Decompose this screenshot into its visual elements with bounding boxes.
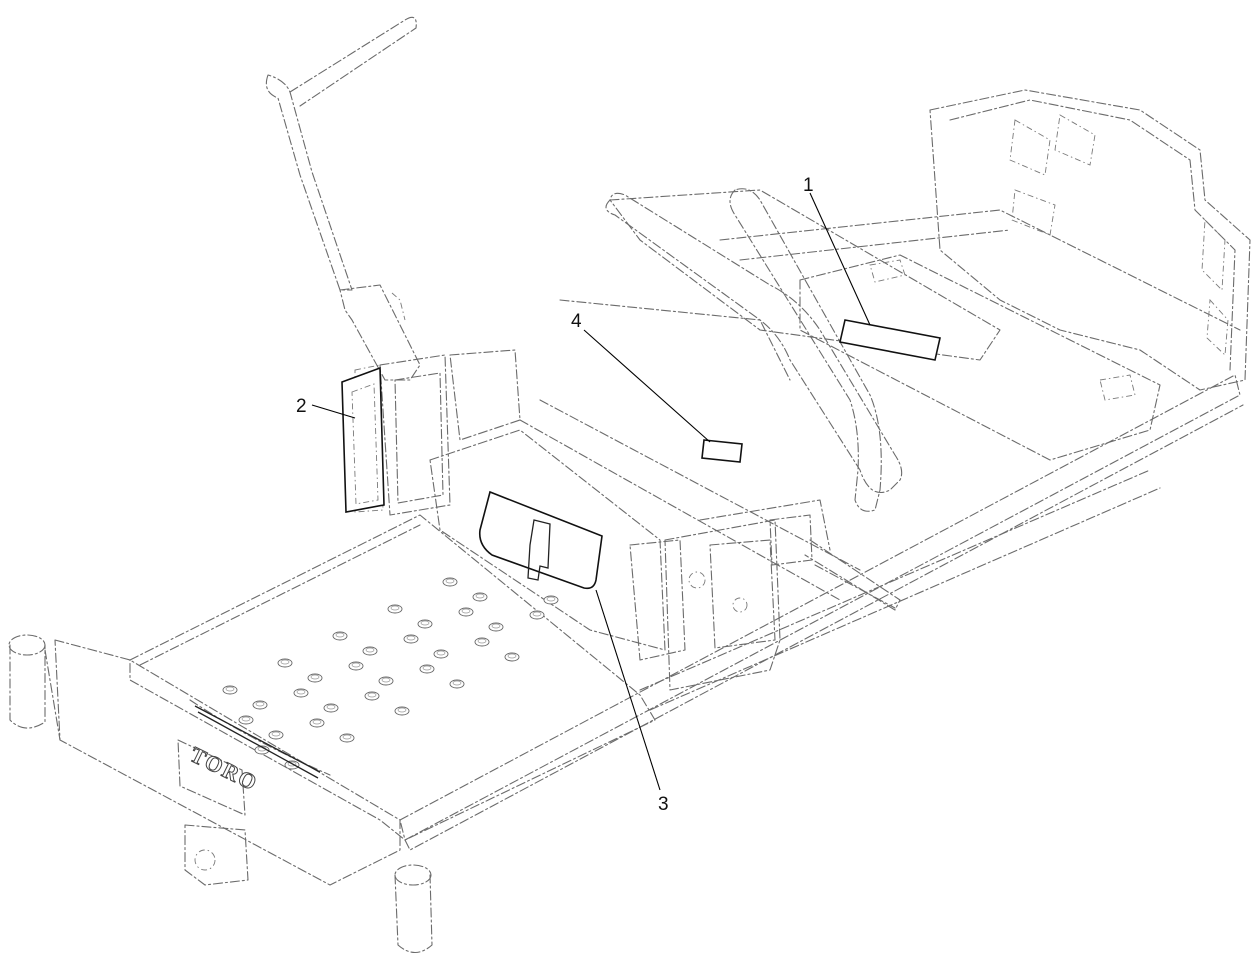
- front-bumper: TORO: [44, 639, 401, 886]
- svg-text:TORO: TORO: [186, 742, 262, 796]
- foot-plate-hole-inner: [397, 707, 407, 713]
- foot-plate-hole-inner: [287, 761, 297, 767]
- foot-plate-hole-inner: [296, 689, 306, 695]
- callout-1-label: 1: [803, 175, 814, 196]
- foot-plate-hole-inner: [342, 734, 352, 740]
- foot-plate-hole-inner: [445, 578, 455, 584]
- foot-plate-hole-inner: [335, 632, 345, 638]
- callout-2: 2: [296, 396, 356, 419]
- foot-plate-hole-inner: [452, 680, 462, 686]
- foot-plate-hole-inner: [475, 593, 485, 599]
- seat-pan: [929, 89, 1251, 391]
- callout-3-label: 3: [658, 794, 669, 815]
- foot-plate-hole-inner: [241, 716, 251, 722]
- foot-plate-hole-inner: [406, 635, 416, 641]
- foot-plate-hole-inner: [255, 701, 265, 707]
- decal-3: [478, 490, 603, 590]
- foot-plate-hole-inner: [461, 608, 471, 614]
- decal-4: [701, 439, 743, 463]
- foot-plate-hole-inner: [381, 677, 391, 683]
- seat-base-plate: [799, 254, 1161, 461]
- toro-logo: TORO: [177, 739, 263, 816]
- control-hardware: [629, 514, 896, 661]
- decal-1: [839, 319, 941, 361]
- callout-3: 3: [595, 589, 669, 815]
- callout-1: 1: [803, 175, 871, 326]
- foot-plate-hole-inner: [310, 674, 320, 680]
- caster-posts: [8, 634, 433, 954]
- foot-plate-hole-inner: [225, 686, 235, 692]
- foot-plate-hole-inner: [390, 605, 400, 611]
- foot-plate-hole-inner: [312, 719, 322, 725]
- callout-4-label: 4: [571, 311, 582, 332]
- foot-plate-hole-inner: [367, 692, 377, 698]
- callout-2-label: 2: [296, 396, 307, 417]
- foot-plate-hole-inner: [271, 731, 281, 737]
- rops-bars: [605, 188, 903, 512]
- decal-2: [341, 366, 385, 513]
- foot-plate-hole-inner: [420, 620, 430, 626]
- foot-plate: [129, 514, 656, 841]
- brake-lever: [265, 16, 421, 381]
- foot-plate-hole-inner: [477, 638, 487, 644]
- foot-plate-hole-inner: [365, 647, 375, 653]
- foot-plate-holes: [222, 550, 559, 770]
- foot-plate-hole-inner: [326, 704, 336, 710]
- foot-plate-hole-inner: [351, 662, 361, 668]
- foot-plate-hole-inner: [280, 659, 290, 665]
- foot-plate-hole-inner: [436, 650, 446, 656]
- foot-plate-hole-inner: [422, 665, 432, 671]
- foot-plate-hole-inner: [507, 653, 517, 659]
- foot-plate-hole-inner: [532, 611, 542, 617]
- foot-plate-hole-inner: [491, 623, 501, 629]
- callout-4: 4: [571, 311, 711, 443]
- foot-plate-hole-inner: [546, 596, 556, 602]
